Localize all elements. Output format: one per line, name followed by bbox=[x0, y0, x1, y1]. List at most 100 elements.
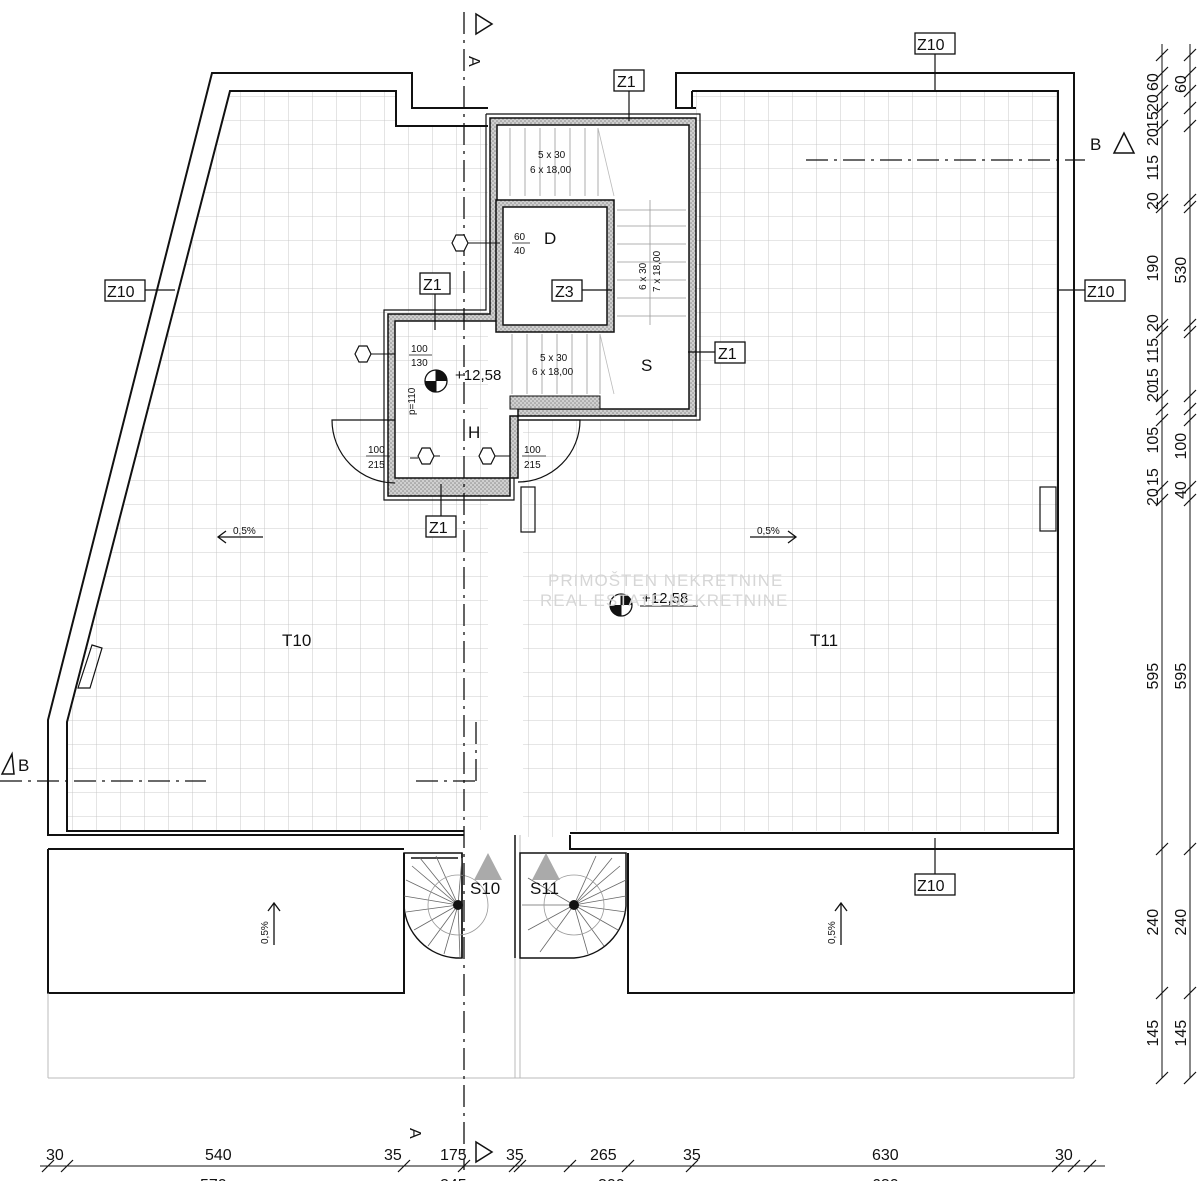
section-labels: A A B B bbox=[18, 56, 1101, 1139]
dimension-tick bbox=[1155, 193, 1169, 207]
stair-upper-run bbox=[509, 127, 615, 197]
dim-right-inner-0: 60 bbox=[1173, 75, 1190, 93]
opening-leaders bbox=[371, 242, 510, 459]
dim-right-outer-16: 145 bbox=[1145, 1020, 1162, 1047]
room-s-label: S bbox=[641, 356, 652, 375]
tag-leaders bbox=[145, 54, 1085, 874]
room-d-label: D bbox=[544, 229, 556, 248]
door-swings bbox=[331, 419, 581, 533]
section-a-bottom-label: A bbox=[406, 1128, 423, 1139]
opening-labels: 60 40 100 130 p=110 100 215 100 215 bbox=[366, 232, 546, 471]
tag-z10-top: Z10 bbox=[917, 37, 945, 54]
dim-right-outer-3: 20 bbox=[1145, 128, 1162, 146]
dimension-tick bbox=[1155, 200, 1169, 214]
dim-right-outer-11: 105 bbox=[1145, 427, 1162, 454]
dims-right-ticks bbox=[1155, 48, 1197, 1085]
dims-right-lines bbox=[1161, 44, 1191, 1078]
dim-bottom-row2-0: 570 bbox=[200, 1177, 227, 1181]
tag-z1-right: Z1 bbox=[718, 346, 737, 363]
dim-bottom-row1-4: 35 bbox=[506, 1147, 524, 1164]
dimension-tick bbox=[1183, 389, 1197, 403]
dimension-tick bbox=[1155, 119, 1169, 133]
dimension-tick bbox=[1183, 986, 1197, 1000]
tag-z1-stair-top: Z1 bbox=[617, 74, 636, 91]
dim-bottom-row1-1: 540 bbox=[205, 1147, 232, 1164]
stair-side-bottom: 7 x 18,00 bbox=[652, 250, 663, 292]
dimension-tick bbox=[1155, 66, 1169, 80]
t10-wall-niche bbox=[77, 644, 103, 689]
stair-lower-top: 5 x 30 bbox=[540, 353, 568, 364]
dimension-tick bbox=[1155, 402, 1169, 416]
terrace-t10-tiles bbox=[68, 91, 488, 830]
door-left-bottom: 215 bbox=[368, 460, 385, 471]
parapet-label: p=110 bbox=[407, 387, 418, 415]
dim-right-outer-10: 20 bbox=[1145, 384, 1162, 402]
dimension-tick bbox=[1183, 842, 1197, 856]
dimension-tick bbox=[1155, 389, 1169, 403]
dimension-tick bbox=[1183, 318, 1197, 332]
dimension-tick bbox=[1155, 318, 1169, 332]
tag-z1-hall-top: Z1 bbox=[423, 277, 442, 294]
door-right-marker bbox=[478, 447, 496, 465]
terrace-level-label: +12,58 bbox=[642, 590, 688, 607]
window-d-bottom: 40 bbox=[514, 246, 526, 257]
dimension-tick bbox=[685, 1159, 699, 1173]
window-h-bottom: 130 bbox=[411, 358, 428, 369]
door-left-top: 100 bbox=[368, 445, 385, 456]
dim-right-outer-6: 190 bbox=[1145, 255, 1162, 282]
dimension-tick bbox=[1183, 193, 1197, 207]
dimension-tick bbox=[1183, 200, 1197, 214]
dim-right-inner-5: 240 bbox=[1173, 909, 1190, 936]
dimension-tick bbox=[1183, 119, 1197, 133]
dims-bottom-row2: 570245300630 bbox=[200, 1177, 899, 1181]
section-b-left-label: B bbox=[18, 756, 29, 775]
dimension-tick bbox=[1183, 1071, 1197, 1085]
dimension-tick bbox=[1183, 66, 1197, 80]
dim-right-outer-13: 20 bbox=[1145, 488, 1162, 506]
window-h-top: 100 bbox=[411, 344, 428, 355]
stair-lower-bottom: 6 x 18,00 bbox=[532, 367, 574, 378]
dim-bottom-row1-5: 265 bbox=[590, 1147, 617, 1164]
hall-level-symbol bbox=[424, 369, 448, 393]
dimension-tick bbox=[1183, 413, 1197, 427]
dimension-tick bbox=[397, 1159, 411, 1173]
dim-right-outer-12: 15 bbox=[1145, 468, 1162, 486]
dimension-tick bbox=[1183, 325, 1197, 339]
watermark: PRIMOŠTEN NEKRETNINE REAL ESTATE NEKRETN… bbox=[540, 571, 788, 610]
dim-right-inner-2: 100 bbox=[1173, 433, 1190, 460]
spiral-s11-treads bbox=[522, 855, 627, 955]
dimension-tick bbox=[60, 1159, 74, 1173]
dimension-tick bbox=[1155, 480, 1169, 494]
room-t11-label: T11 bbox=[810, 631, 838, 650]
tag-boxes bbox=[104, 32, 1126, 896]
dimension-tick bbox=[1155, 84, 1169, 98]
dim-right-outer-0: 60 bbox=[1145, 73, 1162, 91]
dimension-tick bbox=[1155, 493, 1169, 507]
dimension-tick bbox=[1067, 1159, 1081, 1173]
dim-bottom-row2-3: 630 bbox=[872, 1177, 899, 1181]
outer-walls bbox=[47, 72, 1075, 994]
section-lines bbox=[0, 12, 1085, 1170]
level-markers: +12,58 +12,58 bbox=[424, 367, 698, 617]
stair-core bbox=[383, 113, 701, 501]
dimension-tick bbox=[1083, 1159, 1097, 1173]
room-h-label: H bbox=[468, 423, 480, 442]
spiral-s10-treads bbox=[403, 855, 489, 959]
dim-bottom-row2-2: 300 bbox=[598, 1177, 625, 1181]
slope-lower-left: 0,5% bbox=[260, 921, 271, 944]
spiral-markers bbox=[474, 853, 560, 880]
window-d-marker bbox=[451, 234, 469, 252]
dimension-tick bbox=[1155, 325, 1169, 339]
watermark-line2: REAL ESTATE NEKRETNINE bbox=[540, 591, 788, 610]
dimension-tick bbox=[1155, 48, 1169, 62]
terrace-t11-tiles bbox=[523, 91, 1058, 837]
tag-z1-bottom: Z1 bbox=[429, 520, 448, 537]
tag-z10-bottom: Z10 bbox=[917, 878, 945, 895]
window-d-top: 60 bbox=[514, 232, 526, 243]
dimension-tick bbox=[41, 1159, 55, 1173]
t11-wall-niche bbox=[1039, 486, 1057, 532]
slope-labels: 0,5% 0,5% 0,5% 0,5% bbox=[233, 526, 838, 944]
